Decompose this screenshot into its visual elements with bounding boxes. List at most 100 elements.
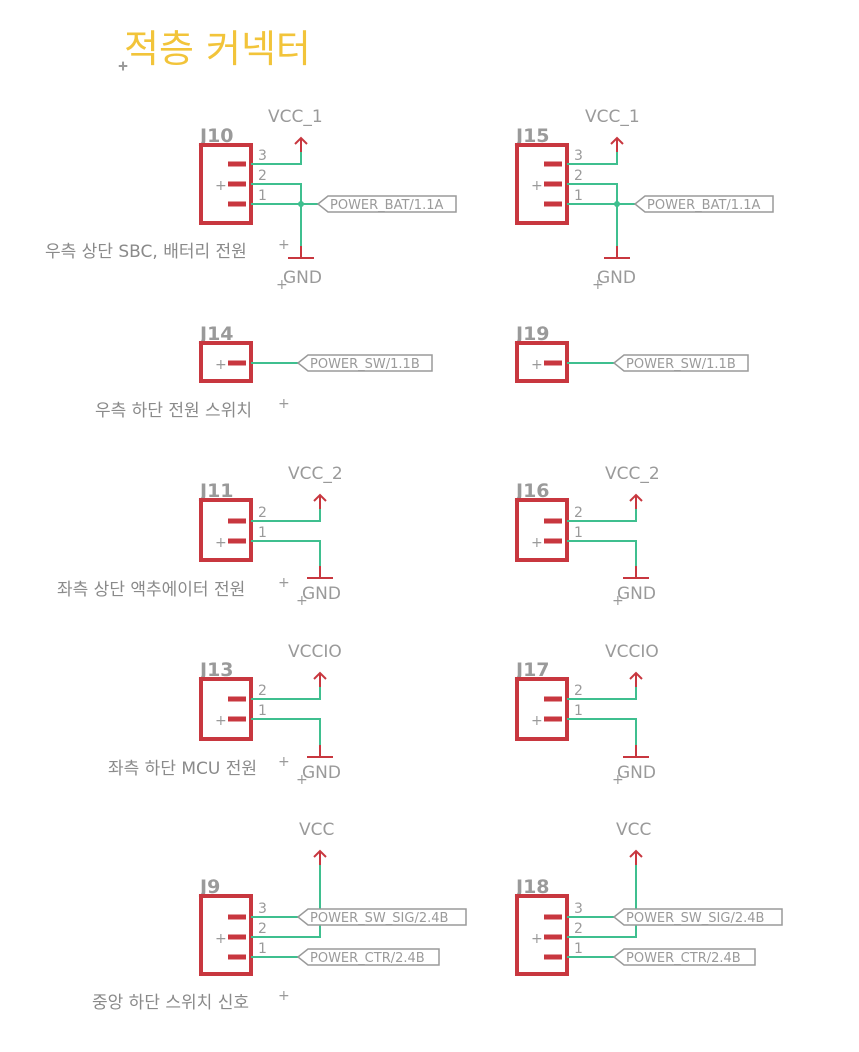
net-gnd [251,540,321,578]
title-origin-mark: + [118,59,128,73]
pin-origin-mark: + [531,178,543,194]
connector-j17[interactable]: J17 + 2 1 VCCIO GND + [514,642,659,788]
label-origin-mark: + [612,772,624,788]
supply-label: VCCIO [605,642,659,662]
signal-label: POWER_CTR/2.4B [310,951,425,966]
pin-number-3: 3 [574,901,583,917]
pin-origin-mark: + [531,535,543,551]
pin-origin-mark: + [531,713,543,729]
pin-origin-mark: + [531,357,543,373]
signal-label: POWER_BAT/1.1A [330,198,443,213]
supply-label: VCCIO [288,642,342,662]
pin-origin-mark: + [531,931,543,947]
net-vcc [567,853,637,938]
connector-body [515,894,569,976]
ground-label: GND [302,584,341,604]
vcc-symbol [610,136,624,152]
gnd-symbol [307,745,333,758]
connector-caption: 중앙 하단 스위치 신호 [92,993,249,1013]
pin-number-3: 3 [258,901,267,917]
connector-body [199,498,253,562]
net-flag [633,195,774,213]
label-origin-mark: + [276,277,288,293]
net-gnd [567,718,637,757]
vcc-symbol [313,849,327,865]
ground-label: GND [302,763,341,783]
pin-number-1: 1 [574,703,583,719]
net-flag [612,354,749,372]
pin-number-2: 2 [574,921,583,937]
pin-number-1: 1 [258,941,267,957]
connector-ref: J10 [198,125,234,147]
label-origin-mark: + [592,277,604,293]
supply-label: VCC [616,820,651,840]
pin-number-1: 1 [258,188,267,204]
ground-label: GND [617,584,656,604]
ground-label: GND [617,763,656,783]
connector-body [199,894,253,976]
connector-caption: 좌측 하단 MCU 전원 [108,759,257,779]
pin-origin-mark: + [215,357,227,373]
pin-origin-mark: + [215,931,227,947]
net-flag [316,195,457,213]
connector-j14[interactable]: J14 + POWER_SW/1.1B 우측 하단 전원 스위치 + [95,323,433,421]
pin-number-1: 1 [258,525,267,541]
pin-origin-mark: + [215,535,227,551]
gnd-symbol [623,566,649,579]
gnd-symbol [288,246,314,259]
pin-number-1: 1 [574,525,583,541]
pin-number-2: 2 [574,683,583,699]
junction-dot [614,201,620,207]
connector-body [515,677,569,741]
junction-dot [298,201,304,207]
supply-label: VCC_1 [585,107,640,127]
pin-number-1: 1 [258,703,267,719]
vcc-symbol [294,136,308,152]
connector-j18[interactable]: J18 + 3 2 1 VCC POWER_SW_SIG/2.4B POWER_… [514,820,783,976]
connector-ref: J15 [514,125,550,147]
net-vcc [251,853,321,938]
supply-label: VCC_1 [268,107,323,127]
gnd-symbol [623,745,649,758]
vcc-symbol [313,671,327,687]
connector-caption: 우측 하단 전원 스위치 [95,401,252,421]
net-flag [296,908,467,926]
net-flag [612,948,756,966]
connector-body [515,498,569,562]
connector-ref: J11 [198,480,234,502]
net-flag [612,908,783,926]
connector-j9[interactable]: J9 + 3 2 1 VCC POWER_SW_SIG/2.4B POWER_C… [92,820,467,1013]
caption-origin-mark: + [278,754,290,770]
signal-label: POWER_SW_SIG/2.4B [626,911,764,926]
connector-ref: J16 [514,480,550,502]
pin-origin-mark: + [215,178,227,194]
signal-label: POWER_CTR/2.4B [626,951,741,966]
net-flag [296,354,433,372]
label-origin-mark: + [612,593,624,609]
gnd-symbol [604,246,630,259]
connector-ref: J19 [514,323,550,345]
pin-number-2: 2 [258,683,267,699]
connector-j15[interactable]: J15 + 3 2 1 VCC_1 GND + POWER_BAT/1.1A [514,107,774,293]
net-gnd [251,718,321,757]
pin-number-2: 2 [574,505,583,521]
schematic-title: 적층 커넥터 [124,27,311,71]
caption-origin-mark: + [278,988,290,1004]
connector-j10[interactable]: J10 + 3 2 1 VCC_1 GND + POWER_BAT/1.1A 우… [45,107,457,293]
connector-j11[interactable]: J11 + 2 1 VCC_2 GND + 좌측 상단 액추에이터 전원 + [57,464,343,609]
pin-number-2: 2 [258,168,267,184]
vcc-symbol [313,493,327,509]
connector-caption: 우측 상단 SBC, 배터리 전원 [45,242,247,262]
net-flag [296,948,440,966]
connector-j19[interactable]: J19 + POWER_SW/1.1B [514,323,749,383]
connector-ref: J18 [514,876,550,898]
ground-label: GND [283,268,322,288]
connector-j13[interactable]: J13 + 2 1 VCCIO GND + 좌측 하단 MCU 전원 + [108,642,342,788]
pin-number-3: 3 [574,148,583,164]
supply-label: VCC_2 [605,464,660,484]
pin-number-2: 2 [258,505,267,521]
connector-j16[interactable]: J16 + 2 1 VCC_2 GND + [514,464,660,609]
connector-body [199,677,253,741]
label-origin-mark: + [296,593,308,609]
connector-ref: J14 [198,323,234,345]
